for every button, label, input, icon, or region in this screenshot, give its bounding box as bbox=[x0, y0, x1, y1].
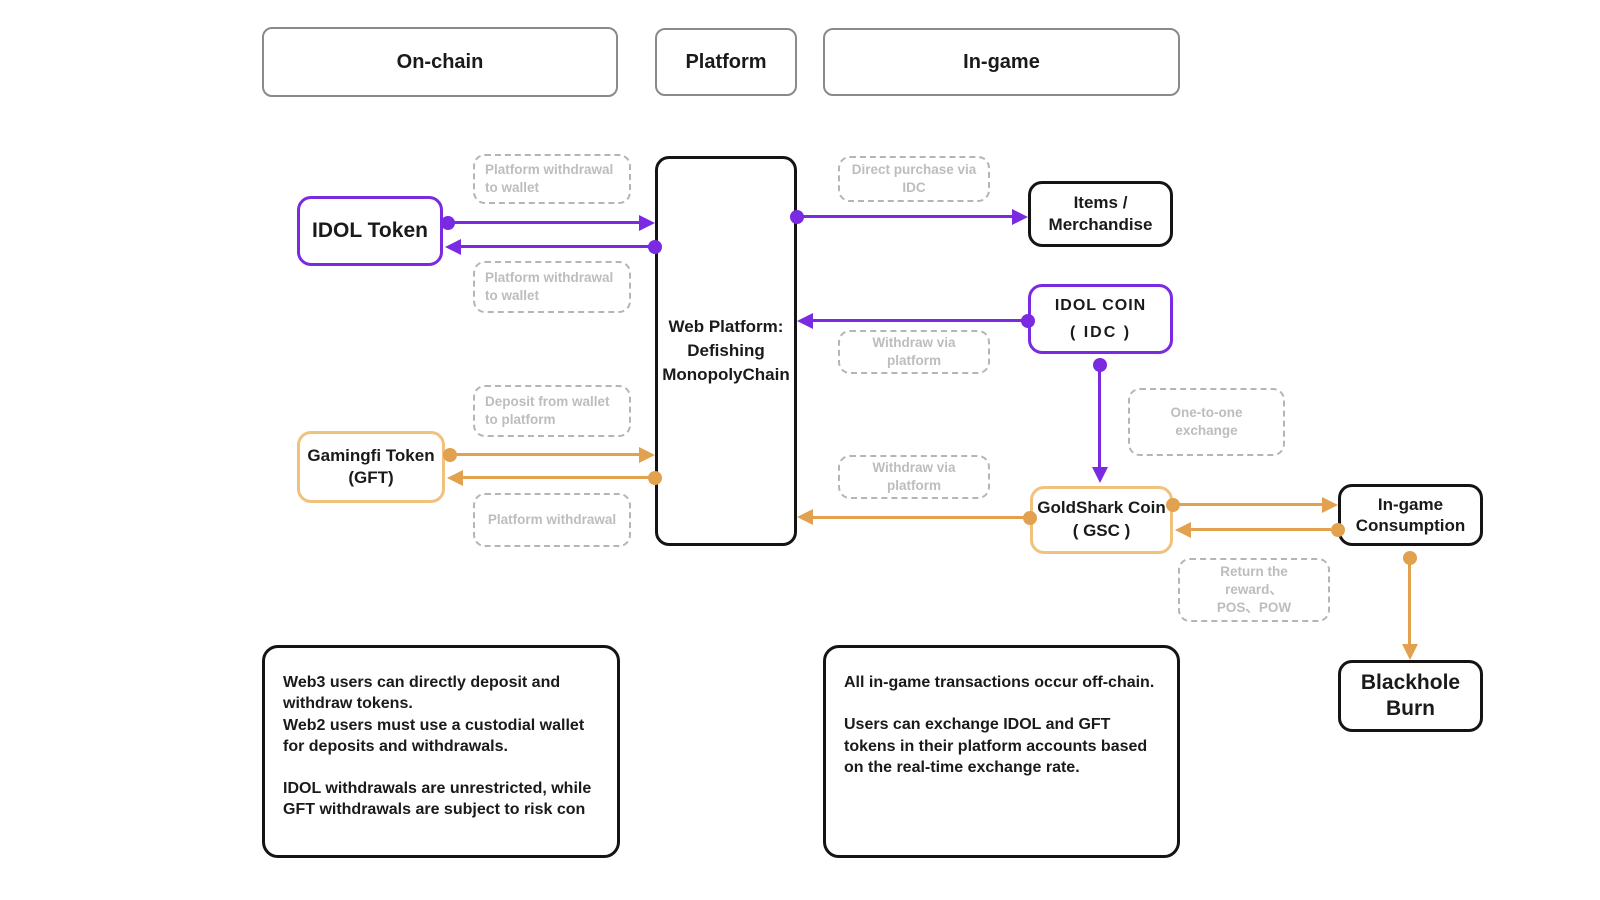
arrowhead-left-icon bbox=[797, 313, 813, 329]
arrowhead-down-icon bbox=[1402, 644, 1418, 660]
header-platform-label: Platform bbox=[685, 50, 767, 73]
node-gamingfi-token: Gamingfi Token (GFT) bbox=[297, 431, 445, 503]
header-in-game: In-game bbox=[823, 28, 1180, 96]
edge-label-text: One-to-one exchange bbox=[1170, 404, 1243, 438]
arrow-line bbox=[450, 453, 641, 456]
note-paragraph: Web2 users must use a custodial wallet f… bbox=[283, 716, 585, 755]
note-paragraph: Users can exchange IDOL and GFT tokens i… bbox=[844, 716, 1148, 776]
node-gamingfi-token-line2: (GFT) bbox=[348, 468, 394, 487]
node-web-platform-line3: MonopolyChain bbox=[662, 364, 790, 384]
node-idol-token-label: IDOL Token bbox=[312, 219, 428, 242]
node-items-merchandise-line2: Merchandise bbox=[1048, 215, 1153, 234]
header-platform: Platform bbox=[655, 28, 797, 96]
node-idol-coin-line1: IDOL COIN bbox=[1054, 296, 1147, 314]
node-blackhole-burn: Blackhole Burn bbox=[1338, 660, 1483, 732]
node-goldshark-coin-line2: ( GSC ) bbox=[1072, 521, 1131, 540]
edge-label-direct-purchase-via-idc: Direct purchase via IDC bbox=[838, 156, 990, 202]
node-idol-token: IDOL Token bbox=[297, 196, 443, 266]
arrow-start-dot bbox=[648, 471, 662, 485]
arrowhead-left-icon bbox=[797, 509, 813, 525]
edge-label-text: Platform withdrawal to wallet bbox=[485, 269, 614, 303]
edge-label-platform-withdrawal-to-wallet-bottom: Platform withdrawal to wallet bbox=[473, 261, 631, 313]
arrow-start-dot bbox=[1023, 511, 1037, 525]
edge-label-text: Deposit from wallet to platform bbox=[485, 393, 610, 427]
edge-label-platform-withdrawal-to-wallet-top: Platform withdrawal to wallet bbox=[473, 154, 631, 204]
node-web-platform: Web Platform: Defishing MonopolyChain bbox=[655, 156, 797, 546]
arrowhead-down-icon bbox=[1092, 467, 1108, 483]
edge-label-withdraw-via-platform-upper: Withdraw via platform bbox=[838, 330, 990, 374]
edge-label-text: POS、POW bbox=[1216, 600, 1292, 616]
node-gamingfi-token-line1: Gamingfi Token bbox=[307, 445, 435, 465]
arrow-line bbox=[459, 476, 655, 479]
arrowhead-right-icon bbox=[1012, 209, 1028, 225]
node-web-platform-line1: Web Platform: bbox=[668, 317, 784, 337]
arrowhead-left-icon bbox=[1175, 522, 1191, 538]
header-on-chain-label: On-chain bbox=[396, 50, 484, 73]
header-on-chain: On-chain bbox=[262, 27, 618, 97]
edge-label-deposit-from-wallet-to-platform: Deposit from wallet to platform bbox=[473, 385, 631, 437]
arrow-line bbox=[813, 516, 1030, 519]
node-idol-coin: IDOL COIN ( IDC ) bbox=[1028, 284, 1173, 354]
note-paragraph: Web3 users can directly deposit and with… bbox=[283, 674, 561, 713]
arrow-start-dot bbox=[648, 240, 662, 254]
edge-label-text: Direct purchase via IDC bbox=[851, 161, 977, 195]
edge-label-text: Withdraw via platform bbox=[872, 459, 956, 493]
arrow-line bbox=[797, 215, 1014, 218]
node-blackhole-burn-line2: Burn bbox=[1386, 697, 1435, 720]
node-goldshark-coin-line1: GoldShark Coin bbox=[1037, 498, 1166, 518]
edge-label-return-the-reward: Return the reward、 POS、POW bbox=[1178, 558, 1330, 622]
note-paragraph: IDOL withdrawals are unrestricted, while… bbox=[283, 780, 592, 819]
arrow-start-dot bbox=[1021, 314, 1035, 328]
arrow-line bbox=[1173, 503, 1324, 506]
arrowhead-right-icon bbox=[639, 447, 655, 463]
arrowhead-right-icon bbox=[639, 215, 655, 231]
node-items-merchandise: Items / Merchandise bbox=[1028, 181, 1173, 247]
arrow-line bbox=[813, 319, 1028, 322]
node-blackhole-burn-line1: Blackhole bbox=[1360, 670, 1461, 694]
edge-label-withdraw-via-platform-lower: Withdraw via platform bbox=[838, 455, 990, 499]
edge-label-text: Platform withdrawal to wallet bbox=[485, 161, 614, 195]
arrow-line bbox=[1189, 528, 1331, 531]
node-items-merchandise-line1: Items / bbox=[1073, 192, 1128, 212]
edge-label-text: Return the reward、 bbox=[1220, 563, 1288, 597]
arrow-start-dot bbox=[1331, 523, 1345, 537]
arrowhead-right-icon bbox=[1322, 497, 1338, 513]
header-in-game-label: In-game bbox=[963, 50, 1040, 73]
edge-label-platform-withdrawal: Platform withdrawal bbox=[473, 493, 631, 547]
edge-label-text: Withdraw via platform bbox=[872, 334, 956, 368]
arrow-line bbox=[448, 221, 641, 224]
arrowhead-left-icon bbox=[445, 239, 461, 255]
node-goldshark-coin: GoldShark Coin ( GSC ) bbox=[1030, 486, 1173, 554]
node-in-game-consumption-line1: In-game bbox=[1377, 494, 1444, 514]
note-onchain-rules: Web3 users can directly deposit and with… bbox=[262, 645, 620, 858]
arrow-line bbox=[457, 245, 655, 248]
arrow-line bbox=[1098, 365, 1101, 469]
node-idol-coin-line2: ( IDC ) bbox=[1069, 323, 1132, 341]
arrow-line bbox=[1408, 558, 1411, 648]
note-ingame-rules: All in-game transactions occur off-chain… bbox=[823, 645, 1180, 858]
edge-label-text: Platform withdrawal bbox=[487, 511, 617, 527]
note-paragraph: All in-game transactions occur off-chain… bbox=[844, 674, 1155, 691]
edge-label-one-to-one-exchange: One-to-one exchange bbox=[1128, 388, 1285, 456]
arrowhead-left-icon bbox=[447, 470, 463, 486]
node-in-game-consumption-line2: Consumption bbox=[1355, 516, 1466, 535]
node-web-platform-line2: Defishing bbox=[687, 341, 765, 361]
node-in-game-consumption: In-game Consumption bbox=[1338, 484, 1483, 546]
